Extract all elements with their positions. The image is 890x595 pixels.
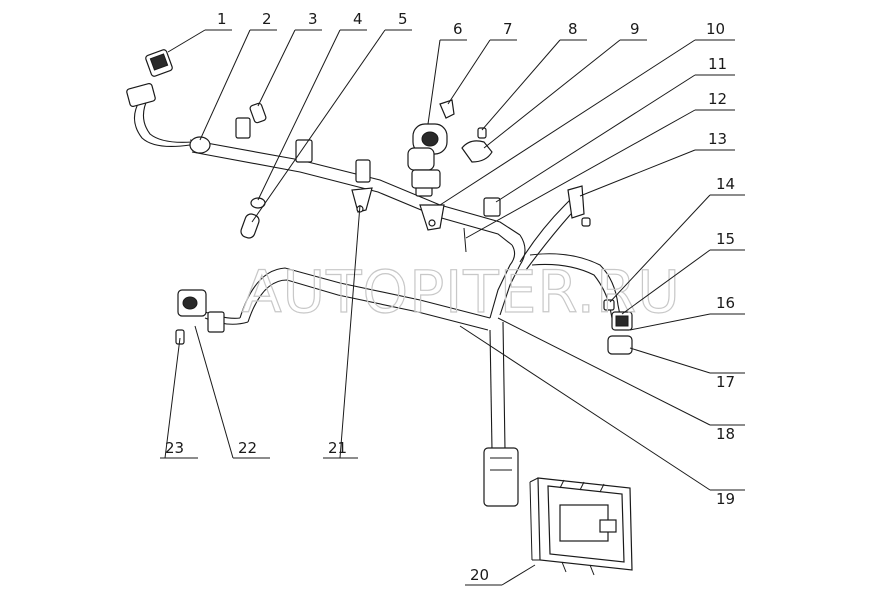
callout-8: 8 xyxy=(568,20,578,38)
callout-19: 19 xyxy=(716,490,735,508)
callout-17: 17 xyxy=(716,373,735,391)
callout-22: 22 xyxy=(238,439,257,457)
callout-14: 14 xyxy=(716,175,735,193)
part-22-23-connectors xyxy=(175,289,225,345)
part-4-5-grommets xyxy=(240,197,266,239)
callout-2: 2 xyxy=(262,10,272,28)
part-14-17-connectors xyxy=(603,299,633,355)
callout-1: 1 xyxy=(217,10,227,28)
callout-13: 13 xyxy=(708,130,727,148)
callout-12: 12 xyxy=(708,90,727,108)
callout-6: 6 xyxy=(453,20,463,38)
callout-23: 23 xyxy=(165,439,184,457)
part-13-bracket xyxy=(567,185,591,227)
callout-20: 20 xyxy=(470,566,489,584)
part-6-sensor xyxy=(407,99,455,189)
callout-16: 16 xyxy=(716,294,735,312)
callout-numbers: 1 2 3 4 5 6 7 8 9 10 11 12 13 14 15 16 1… xyxy=(165,10,735,584)
callout-11: 11 xyxy=(708,55,727,73)
callout-5: 5 xyxy=(398,10,408,28)
part-20-ecu-module xyxy=(529,477,633,576)
part-1-connector xyxy=(126,49,211,154)
callout-18: 18 xyxy=(716,425,735,443)
watermark-text: AUTOPITER.RU xyxy=(242,258,681,326)
part-8-9-fittings xyxy=(461,127,493,163)
trunk-clips xyxy=(235,102,501,253)
callout-4: 4 xyxy=(353,10,363,28)
callout-10: 10 xyxy=(706,20,725,38)
callout-7: 7 xyxy=(503,20,513,38)
callout-15: 15 xyxy=(716,230,735,248)
ecu-drop-harness xyxy=(483,321,519,507)
callout-9: 9 xyxy=(630,20,640,38)
callout-21: 21 xyxy=(328,439,347,457)
leader-lines xyxy=(160,29,745,586)
callout-3: 3 xyxy=(308,10,318,28)
